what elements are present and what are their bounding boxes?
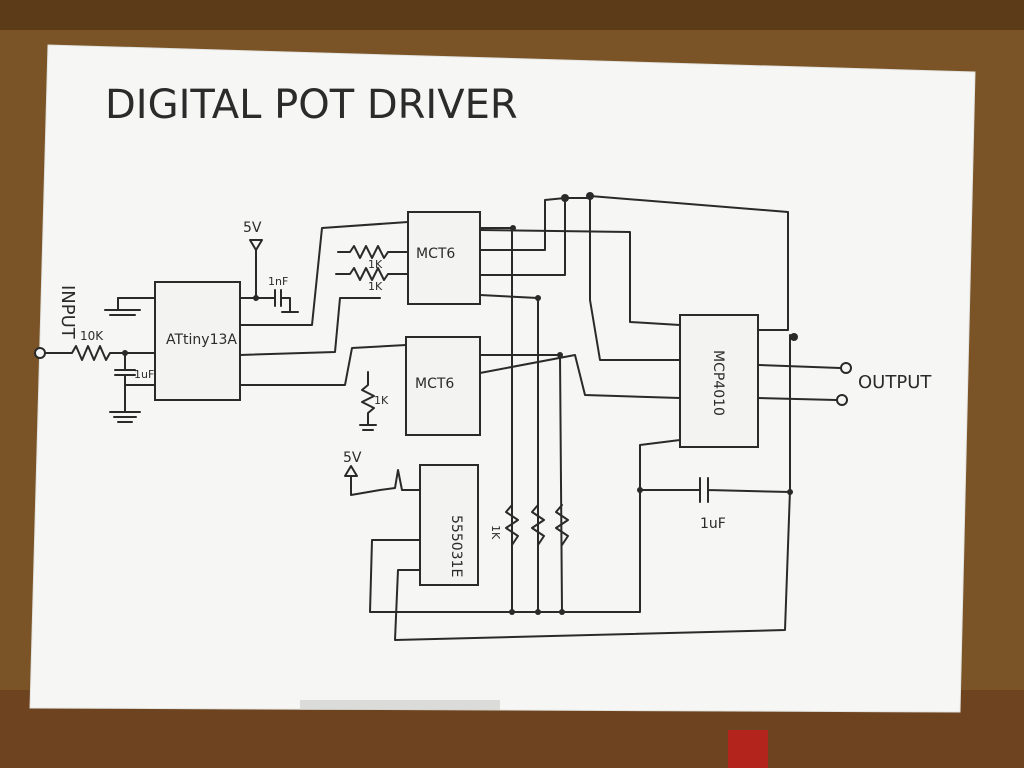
- opto-bottom-to-digipot: [479, 354, 681, 399]
- opto-bottom-label: MCT6: [415, 376, 454, 392]
- node-dot-2: [535, 295, 541, 301]
- ground-input: [109, 411, 141, 423]
- timer-label: 555031E: [448, 515, 464, 577]
- mcu-to-opto-top: [239, 221, 409, 326]
- output-terminal-b: [836, 394, 848, 406]
- opto-bottom-chip: [405, 336, 481, 436]
- opto-top-resistor-a: [337, 245, 409, 259]
- divider-resistor-2: [531, 504, 545, 546]
- table-top-edge: [0, 0, 1024, 30]
- node-dot-5: [586, 192, 594, 200]
- mcu-supply-label: 5V: [243, 220, 262, 236]
- opto-top-chip: [407, 211, 481, 305]
- node-dot-11: [790, 333, 798, 341]
- timer-chip: [419, 464, 479, 586]
- timer-supply-label: 5V: [343, 450, 362, 466]
- output-capacitor: [639, 477, 791, 503]
- r-input-label: 10K: [80, 329, 104, 343]
- input-capacitor: [114, 352, 136, 413]
- opto-to-digipot-cs: [589, 195, 681, 361]
- divider-resistor-1: [505, 504, 519, 546]
- digipot-label: MCP4010: [710, 350, 726, 416]
- r-opto-b-label: 1K: [368, 280, 383, 293]
- wire-cable: [300, 700, 500, 710]
- node-dot-1: [510, 225, 516, 231]
- input-node-dot: [122, 350, 128, 356]
- output-label: OUTPUT: [858, 372, 932, 393]
- output-wires: [757, 364, 841, 401]
- mcu-supply-arrow: [249, 239, 263, 251]
- node-dot-3: [557, 352, 563, 358]
- opto-top-resistor-b: [335, 267, 409, 281]
- mcu-label: ATtiny13A: [166, 332, 237, 348]
- node-dot-10: [787, 489, 793, 495]
- digipot-chip: [679, 314, 759, 448]
- diagram-title: DIGITAL POT DRIVER: [105, 82, 518, 128]
- opto-top-out-b: [479, 197, 566, 251]
- node-dot-9: [637, 487, 643, 493]
- opto-top-label: MCT6: [416, 246, 455, 262]
- mcu-chip: [154, 281, 241, 401]
- output-terminal-a: [840, 362, 852, 374]
- c-input-label: 1uF: [134, 368, 154, 381]
- timer-out-bus: [394, 334, 791, 641]
- divider-resistor-3: [555, 504, 569, 546]
- red-object: [728, 730, 768, 768]
- paper-sheet: [29, 44, 976, 713]
- r-opto-c-label: 1K: [374, 394, 389, 407]
- timer-supply-wire: [350, 469, 421, 496]
- r-divider-label: 1K: [489, 525, 502, 540]
- c-output-label: 1uF: [700, 516, 726, 532]
- input-terminal: [34, 347, 46, 359]
- mcu-left-wiring: [104, 297, 156, 316]
- input-label: INPUT: [57, 285, 78, 340]
- mcu-to-opto-top-r2: [239, 297, 381, 356]
- mcu-to-opto-bottom: [239, 344, 407, 386]
- vcc-node-dot: [253, 295, 259, 301]
- node-dot-4: [561, 194, 569, 202]
- c-vcc-label: 1nF: [268, 275, 288, 288]
- opto-bottom-resistor: [359, 371, 377, 431]
- input-resistor: [44, 345, 156, 361]
- r-opto-a-label: 1K: [368, 258, 383, 271]
- timer-ground-bus: [369, 439, 681, 613]
